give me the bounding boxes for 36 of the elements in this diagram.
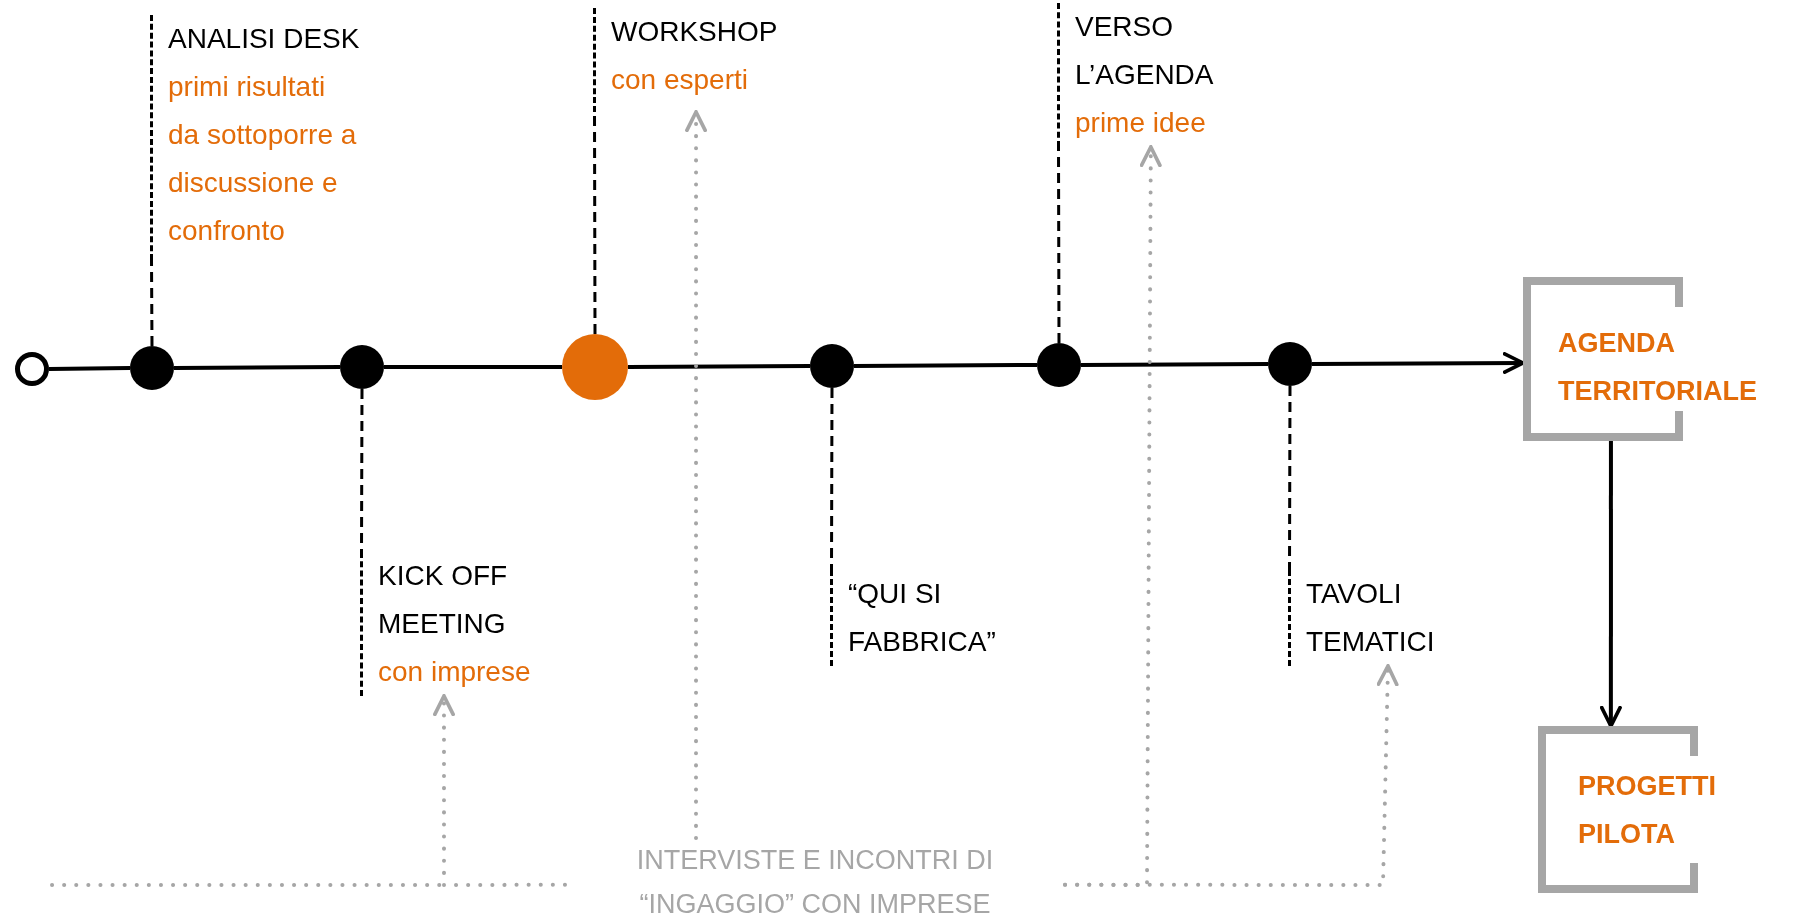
timeline-line [628, 364, 810, 369]
milestone-dot [1268, 342, 1312, 386]
milestone-title: “QUI SI FABBRICA” [848, 577, 997, 659]
box-title: AGENDA TERRITORIALE [1558, 327, 1758, 408]
milestone-title: WORKSHOP [611, 15, 779, 49]
leader-line [150, 260, 154, 346]
leader-line [830, 388, 834, 570]
milestone-dot [340, 345, 384, 389]
milestone-title: KICK OFF MEETING [378, 559, 509, 641]
milestone-title: TAVOLI TEMATICI [1306, 577, 1436, 659]
milestone-note: prime idee [1075, 106, 1207, 140]
milestone-title: ANALISI DESK [168, 22, 361, 56]
timeline-line [384, 365, 562, 369]
leader-line [360, 389, 364, 552]
timeline-line [174, 365, 340, 370]
milestone-title: VERSO L’AGENDA [1075, 10, 1215, 92]
milestone-dot [810, 344, 854, 388]
timeline-line [854, 363, 1037, 368]
dotted-arrow [685, 110, 708, 840]
start-circle [15, 352, 49, 386]
milestone-note: primi risultati da sottoporre a discussione e confronto [168, 70, 358, 248]
dotted-arrow [433, 694, 567, 887]
box-title: PROGETTI PILOTA [1578, 770, 1717, 851]
arrow [1312, 352, 1525, 375]
arrow [1599, 441, 1622, 728]
milestone-dot [130, 346, 174, 390]
timeline-line [1081, 362, 1268, 367]
milestone-dot [1037, 343, 1081, 387]
leader-line [1288, 386, 1292, 570]
milestone-note: con imprese [378, 655, 532, 689]
dotted-arrow [1063, 664, 1399, 887]
leader-line [1057, 147, 1061, 343]
milestone-callout [150, 15, 362, 260]
milestone-note: con esperti [611, 63, 749, 97]
note-text: INTERVISTE E INCONTRI DI “INGAGGIO” CON IMPRESE [635, 844, 995, 921]
timeline-line [48, 366, 131, 371]
